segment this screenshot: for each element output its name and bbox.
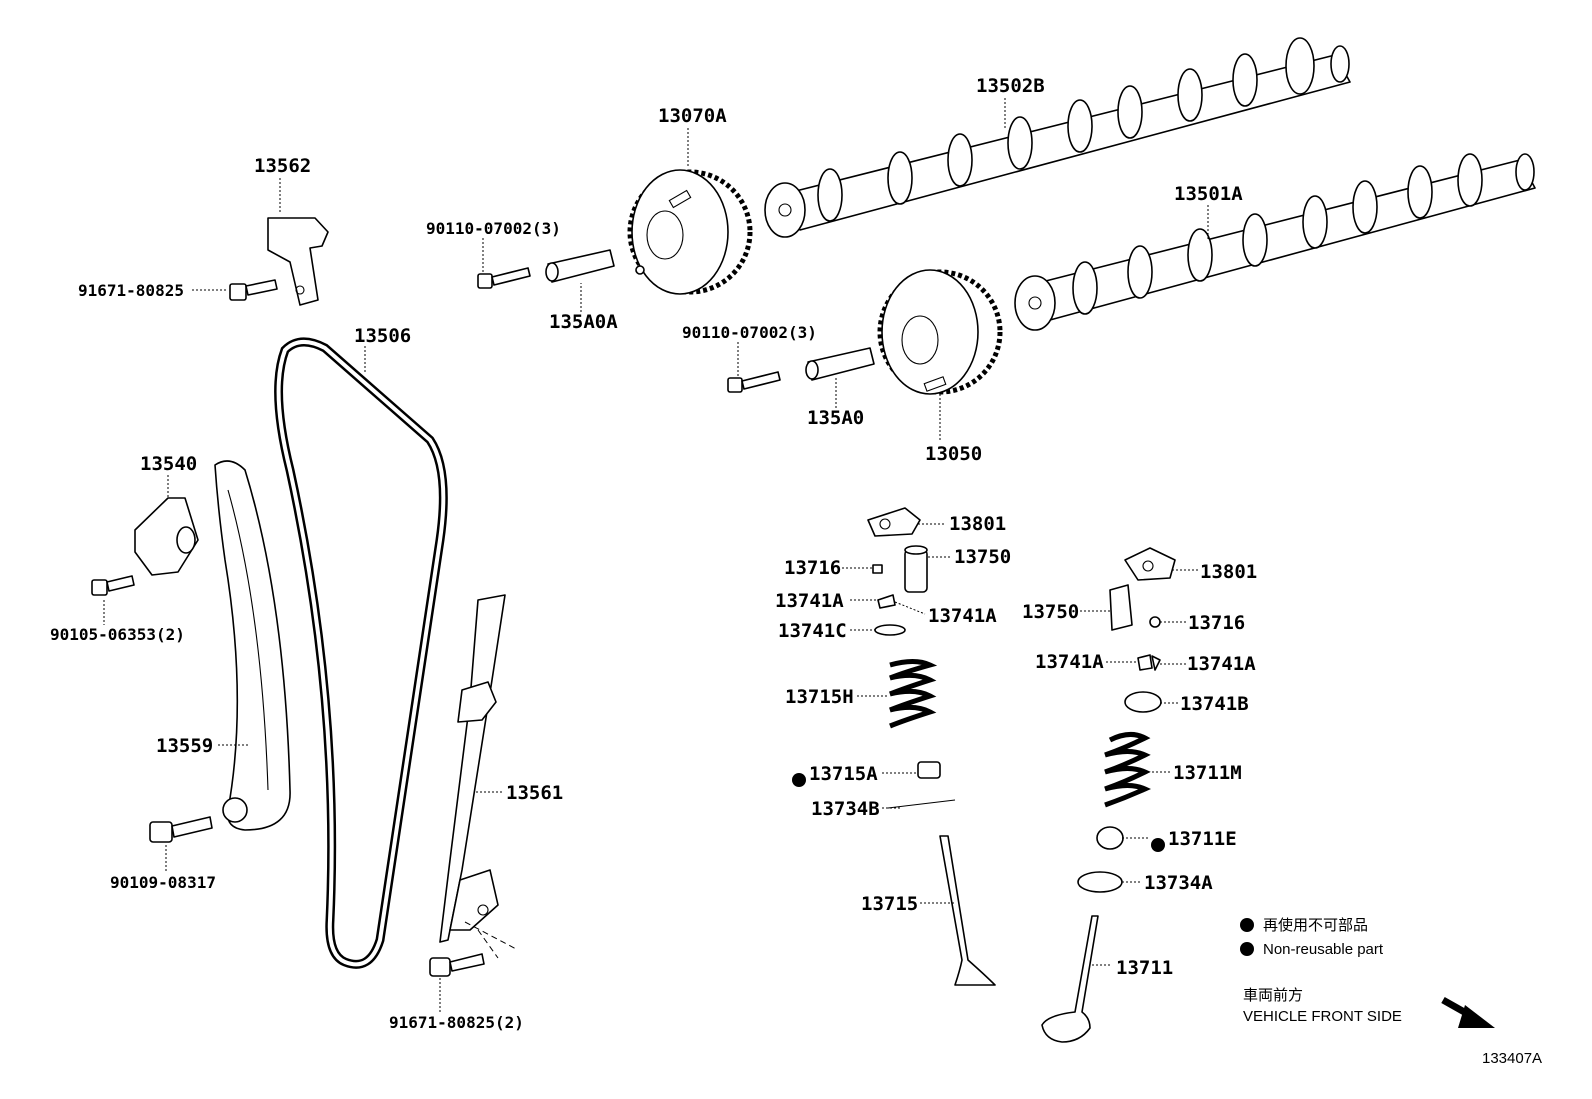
label-13741B: 13741B: [1180, 693, 1249, 715]
seat-13734B-illustration: [887, 799, 956, 809]
keeper-13741A-a-illustration: [877, 594, 896, 609]
label-13711E: 13711E: [1168, 828, 1237, 850]
rocker-arm-13801-a-illustration: [867, 507, 921, 537]
leader-lines: [103, 98, 1209, 1012]
front-direction-arrow-icon: [1441, 996, 1495, 1028]
plate-13716-a-illustration: [872, 564, 883, 574]
retainer-13741C-illustration: [874, 624, 906, 636]
label-13540: 13540: [140, 453, 197, 475]
label-13750-a: 13750: [954, 546, 1011, 568]
bolt-91671-b-illustration: [429, 953, 485, 977]
camshaft-13502B-illustration: [764, 37, 1351, 238]
label-13050: 13050: [925, 443, 982, 465]
label-13715H: 13715H: [785, 686, 854, 708]
label-13715: 13715: [861, 893, 918, 915]
label-13741A-a: 13741A: [775, 590, 844, 612]
keeper-13741A-cd-illustration: [1137, 654, 1161, 671]
rocker-arm-13801-b-illustration: [1124, 547, 1176, 581]
chain-guide-13561-illustration: [439, 594, 519, 959]
seal-13711E-illustration: [1096, 826, 1124, 850]
camshaft-13501A-illustration: [1014, 153, 1536, 331]
legend-bullet-jp: [1240, 918, 1254, 932]
label-91671-80825-a: 91671-80825: [78, 281, 184, 300]
bolt-90110-b-illustration: [727, 371, 781, 393]
bolt-90105-illustration: [91, 575, 135, 596]
label-13502B: 13502B: [976, 75, 1045, 97]
legend-non-reusable-jp: 再使用不可部品: [1263, 917, 1368, 934]
label-13716-a: 13716: [784, 557, 841, 579]
lash-adjuster-13750-a-illustration: [904, 545, 928, 593]
legend: 再使用不可部品 Non-reusable part: [1240, 917, 1384, 958]
label-13716-b: 13716: [1188, 612, 1245, 634]
label-13741A-b: 13741A: [928, 605, 997, 627]
label-90109-08317: 90109-08317: [110, 873, 216, 892]
bolt-91671-a-illustration: [229, 279, 278, 301]
spring-13711M-illustration: [1104, 732, 1152, 808]
label-13750-b: 13750: [1022, 601, 1079, 623]
label-13501A: 13501A: [1174, 183, 1243, 205]
non-reusable-marker-13711E: [1151, 838, 1165, 852]
retainer-13741B-illustration: [1124, 691, 1162, 713]
seal-13715A-illustration: [917, 761, 941, 779]
bracket-13562-illustration: [267, 217, 329, 306]
label-13734B: 13734B: [811, 798, 880, 820]
label-135A0: 135A0: [807, 407, 864, 429]
spring-13715H-illustration: [889, 659, 938, 729]
label-13559: 13559: [156, 735, 213, 757]
diagram-id: 133407A: [1482, 1050, 1542, 1067]
label-91671-80825-b: 91671-80825(2): [389, 1013, 524, 1032]
label-13741C: 13741C: [778, 620, 847, 642]
label-13741A-d: 13741A: [1187, 653, 1256, 675]
label-13801-b: 13801: [1200, 561, 1257, 583]
label-13562: 13562: [254, 155, 311, 177]
label-90110-07002-b: 90110-07002(3): [682, 323, 817, 342]
label-13734A: 13734A: [1144, 872, 1213, 894]
legend-bullet-en: [1240, 942, 1254, 956]
label-13506: 13506: [354, 325, 411, 347]
ocv-135A0-illustration: [805, 347, 875, 381]
plate-13716-b-illustration: [1149, 616, 1161, 628]
tensioner-13540-illustration: [134, 497, 199, 576]
label-90110-07002-a: 90110-07002(3): [426, 219, 561, 238]
lash-adjuster-13750-b-illustration: [1109, 584, 1133, 631]
cam-sprocket-13050-illustration: [877, 269, 1003, 395]
label-13711: 13711: [1116, 957, 1173, 979]
label-13711M: 13711M: [1173, 762, 1242, 784]
front-side-label-en: VEHICLE FRONT SIDE: [1243, 1008, 1402, 1025]
label-90105-06353: 90105-06353(2): [50, 625, 185, 644]
bolt-90109-illustration: [149, 816, 213, 843]
non-reusable-marker-13715A: [792, 773, 806, 787]
front-side-indicator: 車両前方 VEHICLE FRONT SIDE: [1243, 987, 1495, 1028]
seat-13734A-illustration: [1077, 871, 1123, 893]
label-13561: 13561: [506, 782, 563, 804]
label-13715A: 13715A: [809, 763, 878, 785]
front-side-label-jp: 車両前方: [1243, 987, 1303, 1004]
valve-13711-illustration: [1041, 915, 1099, 1043]
timing-chain-13506-illustration: [274, 337, 448, 969]
cam-sprocket-13070A-illustration: [627, 169, 753, 295]
label-13070A: 13070A: [658, 105, 727, 127]
legend-non-reusable-en: Non-reusable part: [1263, 941, 1384, 958]
bolt-90110-a-illustration: [477, 267, 531, 289]
label-135A0A: 135A0A: [549, 311, 618, 333]
valve-13715-illustration: [939, 835, 996, 986]
ocv-135A0A-illustration: [545, 249, 615, 283]
chain-slipper-13559-illustration: [214, 460, 291, 831]
label-13741A-c: 13741A: [1035, 651, 1104, 673]
label-13801-a: 13801: [949, 513, 1006, 535]
